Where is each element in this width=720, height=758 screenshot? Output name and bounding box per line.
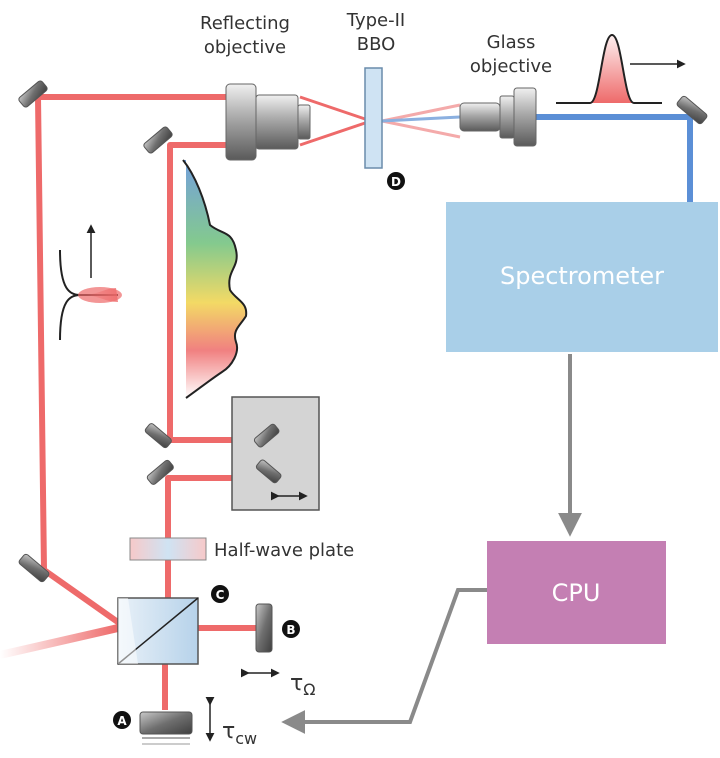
svg-text:C: C — [216, 588, 225, 602]
data-links — [281, 354, 582, 734]
stage-mirror-bottom — [255, 459, 282, 484]
input-pulse-icon — [59, 224, 122, 341]
mirror-delay-left-top — [144, 423, 172, 449]
mirror-top-right — [676, 95, 708, 125]
spectrometer-label: Spectrometer — [500, 262, 664, 290]
blue-beam — [535, 114, 693, 205]
cpu-label: CPU — [552, 579, 601, 607]
glass-objective-label-line1: Glass — [487, 32, 536, 53]
svg-text:B: B — [286, 623, 295, 637]
svg-text:D: D — [391, 175, 401, 189]
marker-d: D — [387, 172, 405, 190]
tau-omega-label: τΩ — [290, 671, 315, 699]
mirror-top-left — [18, 80, 48, 108]
cpu-to-mirror-a-arrow — [281, 588, 487, 734]
output-pulse-icon — [556, 33, 686, 104]
stage-mirror-top — [253, 423, 280, 448]
mirror-upper-left-inner — [143, 126, 173, 154]
focus-beams — [299, 95, 461, 147]
reflecting-objective-label-line1: Reflecting — [200, 13, 290, 34]
glass-objective — [459, 87, 537, 147]
half-wave-plate-label: Half-wave plate — [214, 540, 354, 561]
bbo-crystal — [364, 67, 383, 169]
delay-stage — [231, 396, 320, 511]
marker-c: C — [211, 585, 229, 603]
cpu-box: CPU — [487, 541, 666, 644]
reflecting-objective — [225, 83, 311, 161]
mirror-delay-left-bottom — [146, 459, 174, 485]
half-wave-plate — [129, 537, 207, 561]
mirror-b — [255, 603, 273, 653]
beamsplitter-cube — [117, 597, 199, 665]
bbo-label-line2: BBO — [357, 34, 396, 55]
mirrors — [18, 80, 708, 583]
glass-objective-label-line2: objective — [470, 56, 552, 77]
bbo-label-line1: Type-II — [346, 10, 405, 31]
mirror-lower-left — [18, 553, 50, 583]
mirror-a — [139, 711, 193, 745]
spectrum-icon — [182, 159, 248, 399]
input-beam — [0, 624, 119, 659]
svg-text:A: A — [117, 714, 127, 728]
reflecting-objective-label-line2: objective — [204, 37, 286, 58]
spectrometer-box: Spectrometer — [446, 202, 718, 352]
tau-cw-label: τcw — [222, 719, 257, 748]
pump-arm-beam — [35, 94, 232, 628]
marker-a: A — [113, 711, 131, 729]
marker-b: B — [282, 620, 300, 638]
